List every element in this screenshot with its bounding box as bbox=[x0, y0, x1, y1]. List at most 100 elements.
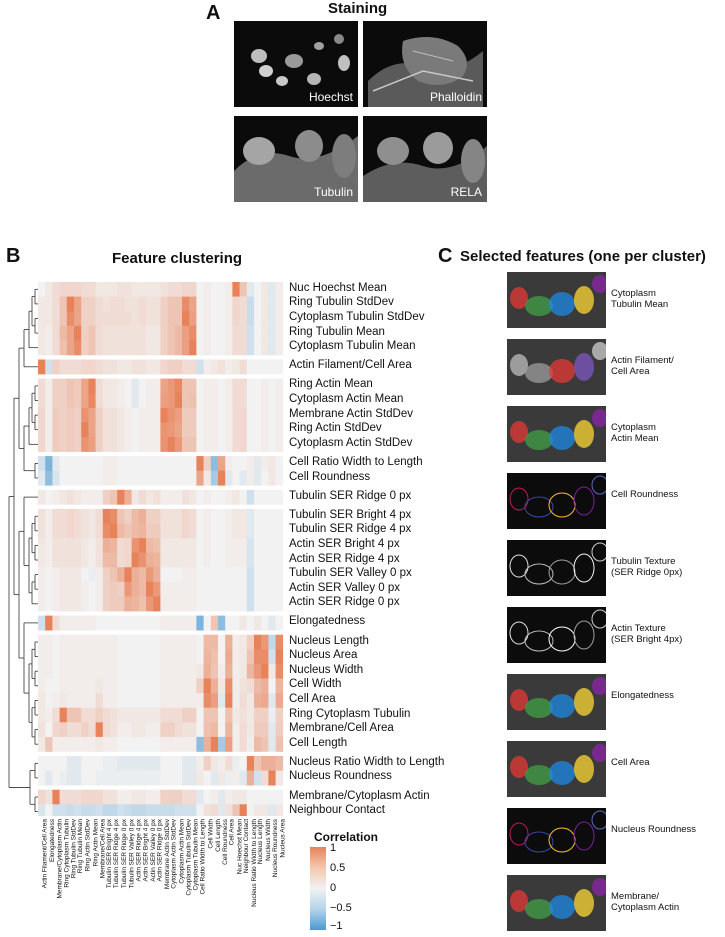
heatmap-cell bbox=[160, 789, 168, 805]
feature-thumbnail-graphic bbox=[509, 475, 606, 518]
feature-thumbnail bbox=[507, 674, 606, 730]
heatmap-cell bbox=[138, 663, 147, 679]
heatmap-cell bbox=[138, 378, 147, 394]
heatmap-cell bbox=[225, 552, 233, 568]
heatmap-cell bbox=[66, 296, 75, 312]
heatmap-cell bbox=[45, 634, 53, 650]
heatmap-cell bbox=[182, 789, 190, 805]
heatmap-cell bbox=[74, 567, 82, 583]
heatmap-cell bbox=[239, 663, 248, 679]
heatmap-cell bbox=[45, 678, 53, 694]
heatmap-cell bbox=[38, 456, 46, 471]
heatmap-cell bbox=[189, 538, 197, 553]
heatmap-cell bbox=[110, 470, 118, 486]
heatmap-cell bbox=[138, 508, 147, 524]
heatmap-cell bbox=[102, 663, 111, 679]
heatmap-cell bbox=[81, 282, 89, 297]
heatmap-cell bbox=[218, 567, 226, 583]
heatmap-cell bbox=[225, 649, 233, 665]
heatmap-cell bbox=[196, 378, 204, 394]
heatmap-cell bbox=[203, 596, 212, 612]
heatmap-cell bbox=[131, 282, 140, 297]
heatmap-cell bbox=[138, 523, 147, 539]
heatmap-cell bbox=[138, 325, 147, 341]
heatmap-cell bbox=[218, 489, 226, 505]
heatmap-cell bbox=[174, 523, 183, 539]
heatmap-cell bbox=[254, 282, 262, 297]
heatmap-cell bbox=[160, 804, 168, 816]
row-label: Cell Ratio Width to Length bbox=[289, 455, 423, 468]
heatmap-cell bbox=[124, 296, 132, 312]
heatmap-cell bbox=[124, 311, 132, 327]
heatmap-cell bbox=[210, 422, 219, 438]
heatmap-cell bbox=[232, 596, 240, 612]
heatmap-cell bbox=[225, 325, 233, 341]
heatmap-cell bbox=[88, 678, 96, 694]
heatmap-cell bbox=[246, 393, 255, 409]
heatmap-cell bbox=[174, 722, 183, 738]
heatmap-cell bbox=[167, 707, 176, 723]
heatmap-cell bbox=[232, 649, 240, 665]
heatmap-cell bbox=[225, 296, 233, 312]
heatmap-cell bbox=[81, 736, 89, 752]
heatmap-cell bbox=[45, 393, 53, 409]
heatmap-cell bbox=[88, 567, 96, 583]
heatmap-cell bbox=[174, 634, 183, 650]
heatmap-cell bbox=[174, 804, 183, 816]
heatmap-cell bbox=[66, 325, 75, 341]
heatmap-cell bbox=[146, 508, 154, 524]
heatmap-cell bbox=[232, 552, 240, 568]
heatmap-cell bbox=[239, 770, 248, 786]
heatmap-cell bbox=[59, 804, 68, 816]
heatmap-cell bbox=[138, 634, 147, 650]
column-label: Nuc Hoechst Mean bbox=[236, 818, 243, 875]
row-label: Neighbour Contact bbox=[289, 804, 385, 817]
heatmap-cell bbox=[275, 789, 284, 805]
heatmap-cell bbox=[225, 470, 233, 486]
heatmap-cell bbox=[66, 489, 75, 505]
heatmap-cell bbox=[225, 456, 233, 471]
heatmap-cell bbox=[52, 378, 60, 394]
heatmap-cell bbox=[275, 756, 284, 771]
heatmap-cell bbox=[268, 581, 276, 597]
heatmap-cell bbox=[45, 596, 53, 612]
heatmap-cell bbox=[189, 407, 197, 423]
feature-thumbnail bbox=[507, 406, 606, 462]
heatmap-cell bbox=[131, 538, 140, 553]
heatmap-cell bbox=[45, 340, 53, 356]
heatmap-cell bbox=[110, 393, 118, 409]
column-label: Cell Area bbox=[228, 818, 236, 846]
heatmap-cell bbox=[182, 296, 190, 312]
heatmap-cell bbox=[196, 393, 204, 409]
heatmap-cell bbox=[210, 378, 219, 394]
heatmap-cell bbox=[74, 722, 82, 738]
heatmap-cell bbox=[124, 456, 132, 471]
heatmap-cell bbox=[196, 282, 204, 297]
heatmap-cell bbox=[95, 470, 104, 486]
heatmap-cell bbox=[160, 296, 168, 312]
heatmap-cell bbox=[88, 296, 96, 312]
heatmap-cell bbox=[146, 470, 154, 486]
heatmap-cell bbox=[153, 707, 161, 723]
heatmap-cell bbox=[210, 340, 219, 356]
heatmap-cell bbox=[66, 538, 75, 553]
row-label: Nucleus Length bbox=[289, 634, 369, 647]
row-label: Ring Actin Mean bbox=[289, 378, 373, 391]
heatmap-cell bbox=[239, 456, 248, 471]
heatmap-cell bbox=[210, 296, 219, 312]
heatmap-cell bbox=[95, 634, 104, 650]
heatmap-cell bbox=[45, 378, 53, 394]
heatmap-cell bbox=[239, 378, 248, 394]
heatmap-cell bbox=[203, 359, 212, 375]
heatmap-cell bbox=[254, 325, 262, 341]
heatmap-cell bbox=[124, 804, 132, 816]
heatmap-cell bbox=[38, 508, 46, 524]
heatmap-cell bbox=[153, 282, 161, 297]
heatmap-cell bbox=[268, 693, 276, 708]
heatmap-cell bbox=[131, 663, 140, 679]
heatmap-cell bbox=[232, 393, 240, 409]
heatmap-cell bbox=[268, 663, 276, 679]
column-label: Nucleus Area bbox=[279, 818, 287, 858]
heatmap-cell bbox=[218, 422, 226, 438]
heatmap-cell bbox=[38, 707, 46, 723]
